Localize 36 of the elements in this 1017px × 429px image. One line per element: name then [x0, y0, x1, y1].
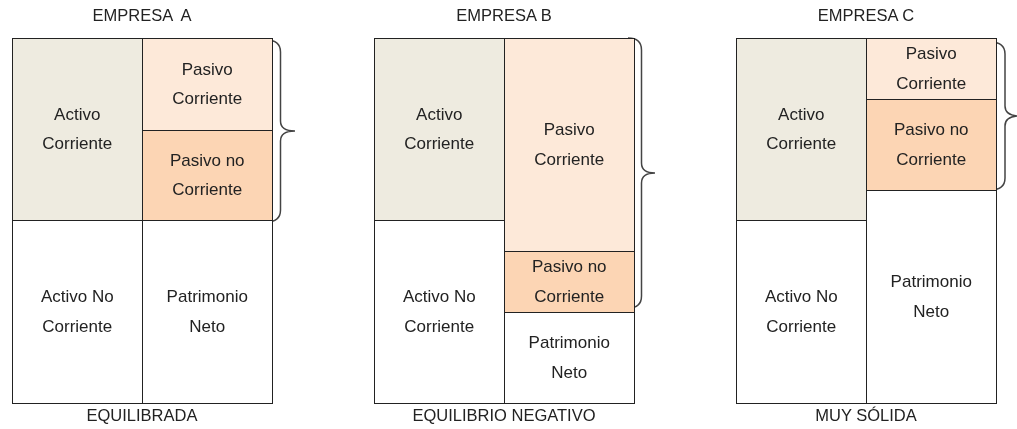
balance-cell	[735, 37, 867, 221]
cell-label: Pasivo Corriente	[895, 43, 968, 95]
panel-caption: EQUILIBRIO NEGATIVO	[412, 406, 596, 425]
cell-label: Pasivo no Corriente	[892, 119, 970, 171]
balance-cell	[141, 37, 273, 131]
cell-label: Pasivo Corriente	[171, 58, 244, 111]
balance-cell	[373, 37, 505, 221]
balance-cell	[865, 98, 997, 191]
cell-label: Patrimonio Neto	[527, 332, 611, 384]
cell-label: Activo No Corriente	[401, 286, 477, 338]
balance-cell	[141, 129, 273, 221]
cell-label: Patrimonio Neto	[889, 271, 973, 323]
balance-cell	[865, 189, 997, 404]
panel-title: EMPRESA C	[817, 6, 915, 25]
cell-label: Activo Corriente	[403, 103, 476, 156]
cell-label: Activo No Corriente	[763, 286, 839, 338]
panel-title: EMPRESA A	[92, 6, 192, 25]
panel-title: EMPRESA B	[456, 6, 552, 25]
balance-sheet-frame	[736, 38, 996, 403]
balance-cell	[11, 37, 143, 221]
balance-cell	[503, 311, 635, 404]
panel-caption: EQUILIBRADA	[86, 406, 198, 425]
balance-sheet-frame	[374, 38, 634, 403]
cell-label: Pasivo no Corriente	[530, 256, 608, 308]
balance-cell	[503, 37, 635, 252]
balance-cell	[141, 219, 273, 404]
balance-cell	[865, 37, 997, 100]
cell-label: Activo Corriente	[41, 103, 114, 156]
cell-label: Pasivo no Corriente	[168, 149, 246, 202]
cell-label: Activo Corriente	[765, 103, 838, 156]
balance-sheet-frame	[12, 38, 272, 403]
cell-label: Pasivo Corriente	[533, 119, 606, 171]
cell-label: Patrimonio Neto	[165, 286, 249, 338]
cell-label: Activo No Corriente	[39, 286, 115, 338]
balance-cell	[503, 250, 635, 313]
panel-caption: MUY SÓLIDA	[815, 406, 917, 425]
